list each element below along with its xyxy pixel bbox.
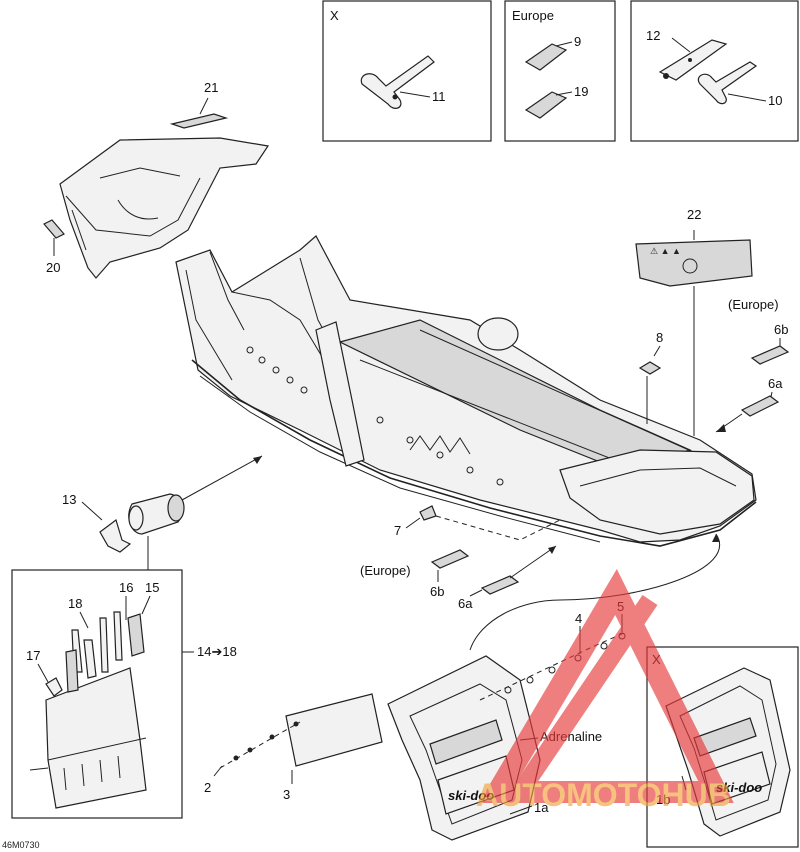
callout-15: 15 (145, 580, 159, 595)
inset-europe-decals: Europe 9 19 (504, 0, 616, 142)
callout-9: 9 (574, 34, 581, 49)
inset-europe-title: Europe (512, 8, 554, 23)
watermark-text: AUTOMOTOHUB (476, 777, 731, 813)
callout-6b-top: 6b (774, 322, 788, 337)
wrench-10 (697, 61, 758, 105)
rivet-8 (638, 361, 662, 375)
callout-18: 18 (68, 596, 82, 611)
wrench-12 (658, 39, 728, 81)
europe-label-top: (Europe) (728, 297, 779, 312)
callout-19: 19 (574, 84, 588, 99)
tool-kit-inset: 14➔18 18 16 15 17 (11, 569, 237, 819)
reflector-decal-9 (524, 43, 568, 71)
decal-20 (43, 219, 65, 239)
front-cover-assembly: 21 20 (43, 80, 270, 279)
callout-4: 4 (575, 611, 582, 626)
chassis-callouts: 8 ⚠ ▲ ▲ 22 (Europe) 6b 6a 7 (Europe) 6b … (181, 207, 790, 651)
spark-plug-17 (45, 677, 63, 697)
inset-wrenches: 12 10 (630, 0, 799, 142)
callout-6a-top: 6a (768, 376, 783, 391)
callout-14-18: 14➔18 (197, 644, 237, 659)
license-plate-3 (285, 693, 383, 767)
reflector-decal-19 (524, 91, 568, 119)
warning-decal-22 (635, 239, 753, 287)
tool-16b (113, 611, 123, 661)
diagram-code: 46M0730 (2, 840, 40, 850)
inset-x-wrench: X 11 (322, 0, 492, 142)
callout-13: 13 (62, 492, 76, 507)
decal-6a-top (740, 395, 780, 417)
europe-label-bottom: (Europe) (360, 563, 411, 578)
callout-20: 20 (46, 260, 60, 275)
decal-6a-bottom (480, 575, 520, 595)
callout-11: 11 (432, 89, 446, 104)
svg-text:⚠ ▲ ▲: ⚠ ▲ ▲ (650, 246, 681, 256)
plate-assembly: 3 2 (204, 693, 383, 802)
tool-tube-assembly: 13 (62, 492, 185, 570)
inset-x-title: X (330, 8, 339, 23)
callout-3: 3 (283, 787, 290, 802)
frame-holes (246, 346, 504, 486)
callout-6a-bottom: 6a (458, 596, 473, 611)
decal-6b-bottom (430, 549, 470, 569)
tool-15 (127, 613, 145, 657)
callout-12: 12 (646, 28, 660, 43)
chassis-frame (175, 235, 757, 547)
callout-17: 17 (26, 648, 40, 663)
callout-16: 16 (119, 580, 133, 595)
callout-10: 10 (768, 93, 782, 108)
callout-8: 8 (656, 330, 663, 345)
callout-21: 21 (204, 80, 218, 95)
spanner-wrench-icon (360, 55, 435, 109)
watermark-logo: AUTOMOTOHUB (476, 568, 734, 813)
callout-7: 7 (394, 523, 401, 538)
decal-21 (169, 113, 229, 129)
clip-7 (419, 505, 437, 521)
callout-22: 22 (687, 207, 701, 222)
callout-1a: 1a (534, 800, 549, 815)
callout-6b-bottom: 6b (430, 584, 444, 599)
decal-6b-top (750, 345, 790, 365)
callout-2: 2 (204, 780, 211, 795)
tool-16a (99, 617, 109, 673)
clip-13 (99, 519, 132, 553)
